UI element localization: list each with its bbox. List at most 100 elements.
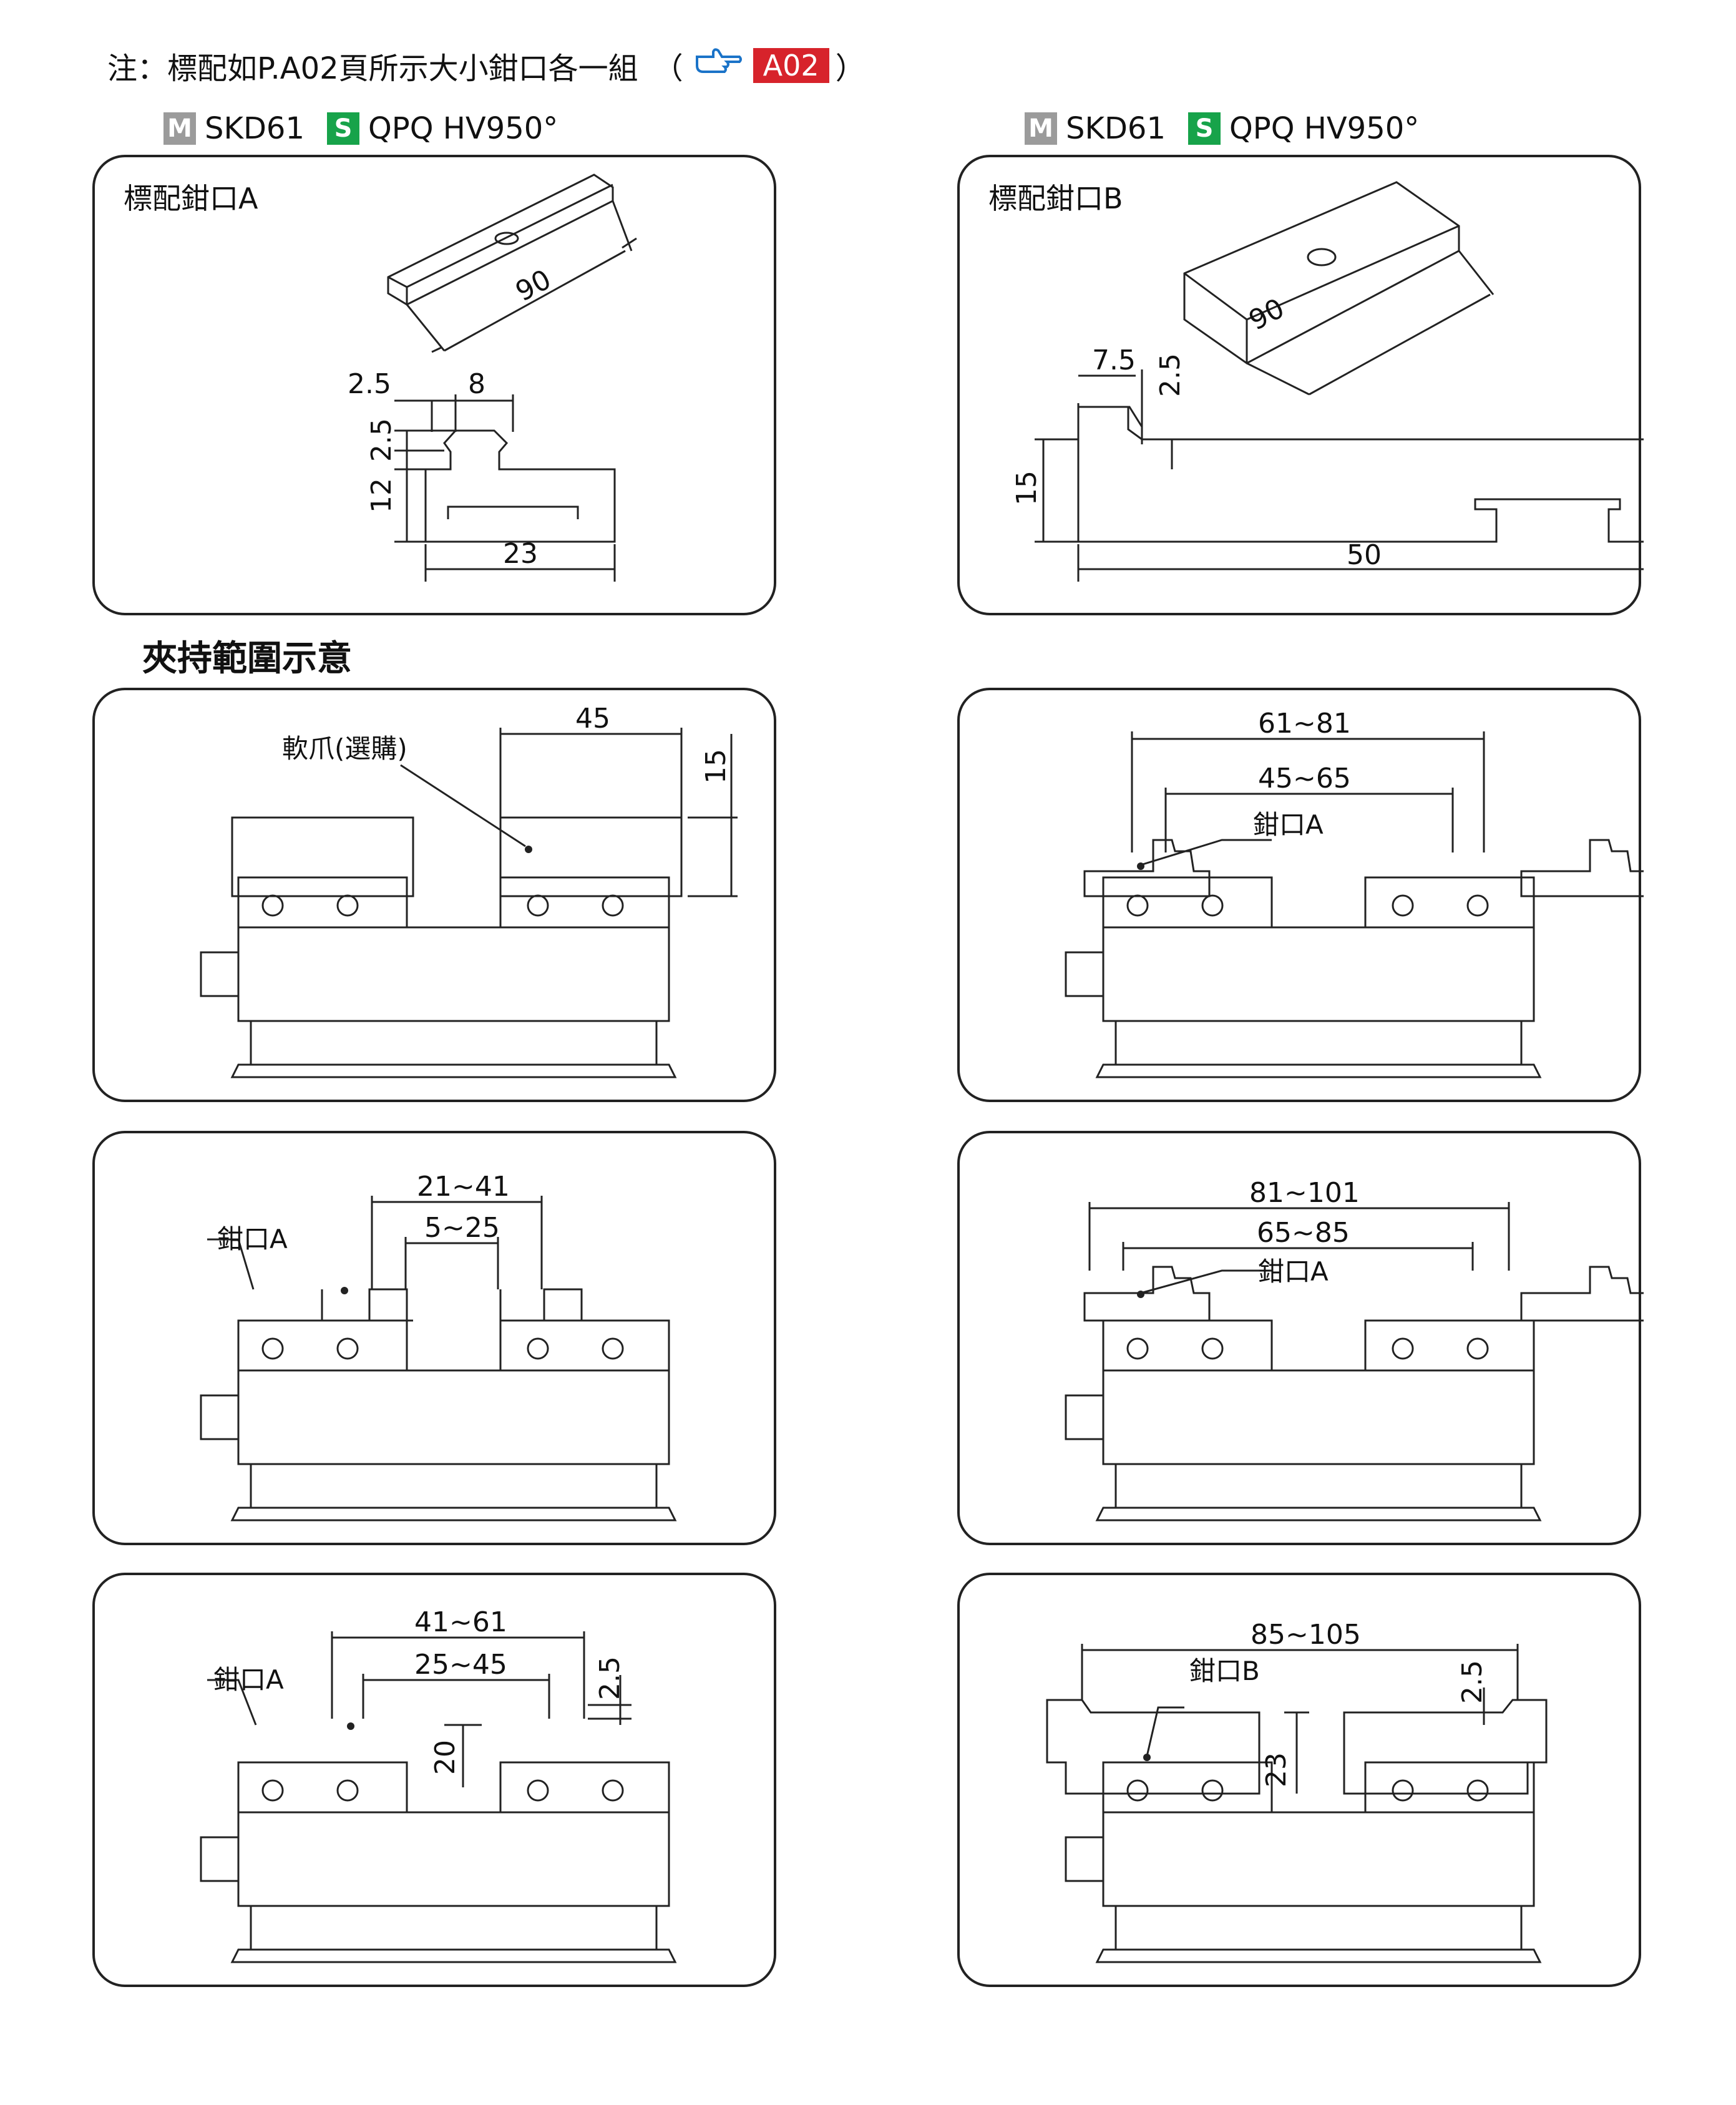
range-4-label: 鉗口A: [1258, 1256, 1329, 1287]
jaw-bolt-hole: [336, 894, 359, 917]
jaw-a-dim-12: 12: [366, 478, 397, 513]
material-m-badge: M: [1025, 112, 1057, 145]
vise-part: [1102, 876, 1273, 929]
vise-part: [1102, 1369, 1535, 1465]
vise-part: [237, 876, 408, 929]
vise-part: [250, 1021, 658, 1065]
range-1-dim-a: 45: [575, 703, 610, 735]
material-s-badge: S: [1187, 112, 1221, 145]
range-5-dim-a: 41~61: [414, 1606, 507, 1638]
range-4-dim-a: 81~101: [1249, 1177, 1360, 1209]
jaw-b-panel: 標配鉗口B 90 7.5 2.5 15 50: [957, 155, 1644, 615]
jaw-bolt-hole: [1201, 1779, 1224, 1802]
jaw-bolt-hole: [602, 1779, 624, 1802]
vise-part: [200, 1836, 240, 1882]
vise-part: [237, 926, 670, 1022]
jaw-b-title: 標配鉗口B: [988, 182, 1123, 215]
range-3-dim-b: 5~25: [424, 1212, 500, 1244]
page-ref-badge[interactable]: A02: [753, 48, 829, 83]
range-panel-1: 軟爪(選購) 45 15: [92, 688, 776, 1102]
vise-part: [1114, 1021, 1523, 1065]
jaw-bolt-hole: [527, 1337, 549, 1360]
range-4-dim-b: 65~85: [1257, 1217, 1350, 1249]
vise-part: [1114, 1464, 1523, 1508]
range-6-label: 鉗口B: [1189, 1656, 1260, 1686]
range-5-dim-c: 2.5: [594, 1656, 626, 1700]
note-close-paren: ）: [835, 51, 866, 86]
vise-part: [230, 1507, 677, 1521]
vise-part: [237, 1761, 408, 1814]
jaw-a-dim-23: 23: [503, 538, 538, 570]
vise-part: [1364, 876, 1535, 929]
jaw-bolt-hole: [1466, 1779, 1489, 1802]
jaw-b-dim-7-5: 7.5: [1092, 344, 1136, 376]
jaw-a-dim-2-5: 2.5: [348, 368, 391, 400]
jaw-bolt-hole: [261, 894, 284, 917]
range-3-dim-a: 21~41: [417, 1171, 510, 1203]
jaw-b-dim-90: 90: [1244, 292, 1289, 336]
jaw-bolt-hole: [1392, 894, 1414, 917]
jaw-a-drawing: 90 2.5 8 2.5 12 23: [348, 173, 637, 582]
pointing-hand-icon: [695, 47, 743, 84]
material-m-text: SKD61: [205, 111, 305, 146]
vise-part: [1102, 1319, 1273, 1372]
jaw-bolt-hole: [527, 1779, 549, 1802]
range-panel-4: 81~101 65~85 鉗口A: [957, 1131, 1644, 1545]
range-2-label: 鉗口A: [1253, 809, 1324, 840]
jaw-a-dim-8: 8: [468, 368, 485, 400]
jaw-bolt-hole: [336, 1337, 359, 1360]
vise-part: [1102, 1761, 1273, 1814]
note-open-paren: （: [653, 51, 683, 86]
vise-part: [1114, 1906, 1523, 1950]
vise-part: [230, 1063, 677, 1078]
jaw-a-title: 標配鉗口A: [124, 182, 258, 215]
vise-part: [1102, 1811, 1535, 1907]
range-5-dim-b: 25~45: [414, 1649, 507, 1681]
vise-part: [1065, 1394, 1105, 1440]
range-1-dim-b: 15: [700, 749, 732, 784]
header-note: 注：標配如P.A02頁所示大小鉗口各一組 （ A02 ）: [107, 44, 866, 87]
jaw-b-drawing: 90 7.5 2.5 15 50: [1011, 181, 1644, 582]
vise-part: [250, 1906, 658, 1950]
material-m-badge: M: [163, 112, 196, 145]
range-panel-5: 41~61 25~45 2.5 20 鉗口A: [92, 1573, 776, 1987]
jaw-bolt-hole: [261, 1337, 284, 1360]
range-panel-3: 21~41 5~25 鉗口A: [92, 1131, 776, 1545]
range-6-dim-c: 23: [1261, 1752, 1292, 1787]
vise-part: [237, 1369, 670, 1465]
jaw-bolt-hole: [336, 1779, 359, 1802]
vise-part: [1095, 1948, 1542, 1963]
jaw-bolt-hole: [1392, 1779, 1414, 1802]
vise-part: [1364, 1761, 1535, 1814]
vise-part: [1095, 1507, 1542, 1521]
range-5-label: 鉗口A: [213, 1664, 284, 1695]
vise-part: [200, 1394, 240, 1440]
jaw-bolt-hole: [1126, 1337, 1149, 1360]
vise-part: [1364, 1319, 1535, 1372]
vise-part: [200, 951, 240, 997]
jaw-b-dim-50: 50: [1347, 539, 1382, 571]
vise-part: [1095, 1063, 1542, 1078]
jaw-bolt-hole: [1466, 894, 1489, 917]
jaw-bolt-hole: [1201, 894, 1224, 917]
vise-part: [499, 1761, 670, 1814]
vise-part: [250, 1464, 658, 1508]
vise-part: [499, 1319, 670, 1372]
vise-part: [230, 1948, 677, 1963]
jaw-bolt-hole: [1466, 1337, 1489, 1360]
note-text: 注：標配如P.A02頁所示大小鉗口各一組: [107, 51, 638, 86]
vise-part: [1065, 951, 1105, 997]
section-title: 夾持範圍示意: [142, 638, 352, 679]
material-s-badge: S: [326, 112, 359, 145]
range-6-dim-a: 85~105: [1251, 1619, 1361, 1651]
jaw-bolt-hole: [261, 1779, 284, 1802]
jaw-bolt-hole: [602, 1337, 624, 1360]
material-s-text: QPQ HV950°: [368, 111, 558, 146]
vise-part: [1065, 1836, 1105, 1882]
range-panel-6: 85~105 2.5 23 鉗口B: [957, 1573, 1641, 1987]
range-1-label: 軟爪(選購): [282, 733, 407, 764]
jaw-a-panel: 標配鉗口A 90 2.5 8 2.5 12 23: [92, 155, 776, 615]
range-3-label: 鉗口A: [217, 1224, 288, 1254]
jaw-bolt-hole: [1126, 1779, 1149, 1802]
jaw-a-dim-90: 90: [510, 263, 556, 308]
